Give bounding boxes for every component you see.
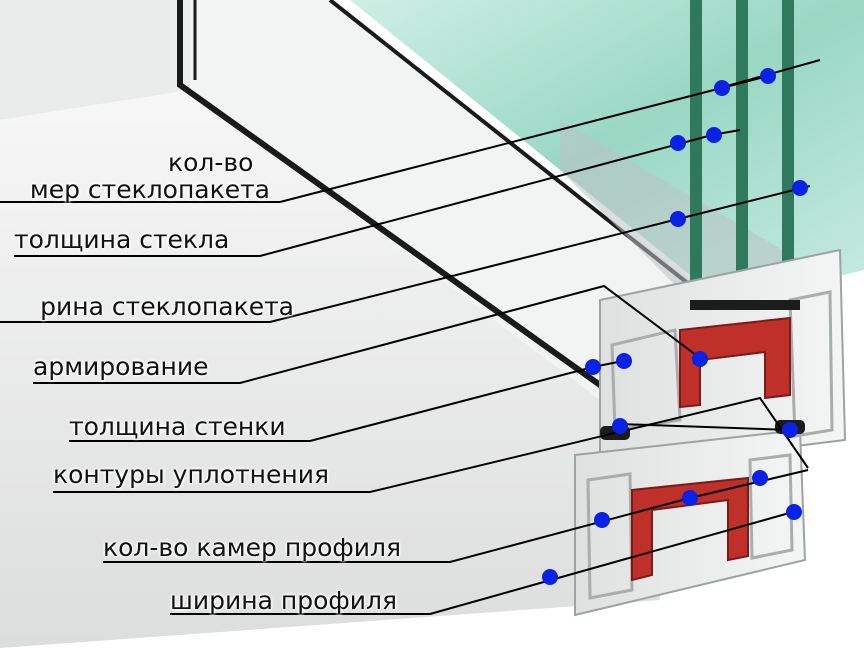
leader-reinforcement xyxy=(33,284,701,384)
marker-dot xyxy=(792,180,808,196)
steel-reinforcement xyxy=(631,316,791,582)
leader-profile-width xyxy=(170,509,801,615)
marker-dot xyxy=(752,470,768,486)
marker-dot xyxy=(760,68,776,84)
leader-profile-chambers xyxy=(103,469,809,563)
marker-dot xyxy=(682,490,698,506)
marker-dot xyxy=(706,127,722,143)
markers xyxy=(542,68,808,585)
glass-pane-edges xyxy=(690,0,794,300)
leader-lines xyxy=(0,59,821,615)
marker-dot xyxy=(670,135,686,151)
label-glass-thickness: толщина стекла xyxy=(14,225,230,254)
leader-chambers-count-to-marker xyxy=(279,75,769,203)
label-profile-chambers: кол-во камер профиля xyxy=(103,533,401,562)
label-seal-contours: контуры уплотнения xyxy=(53,460,329,489)
leader-unit-width xyxy=(0,185,811,323)
marker-dot xyxy=(585,359,601,375)
label-chambers-count-line1: кол-во xyxy=(168,148,254,177)
marker-dot xyxy=(616,353,632,369)
marker-dot xyxy=(670,211,686,227)
leader-wall-thickness xyxy=(69,360,624,442)
label-unit-width: рина стеклопакета xyxy=(40,292,294,321)
marker-dot xyxy=(782,422,798,438)
marker-dot xyxy=(542,569,558,585)
marker-dot xyxy=(594,512,610,528)
marker-dot xyxy=(612,418,628,434)
leader-glass-thickness xyxy=(14,129,741,257)
glass-unit xyxy=(350,0,864,302)
label-chambers-count-line2: мер стеклопакета xyxy=(29,175,270,204)
label-wall-thickness: толщина стенки xyxy=(69,412,286,441)
pvc-profile xyxy=(574,248,847,617)
marker-dot xyxy=(692,351,708,367)
marker-dot xyxy=(786,504,802,520)
marker-dot xyxy=(714,80,730,96)
label-reinforcement: армирование xyxy=(33,352,209,381)
label-profile-width: ширина профиля xyxy=(170,586,398,615)
